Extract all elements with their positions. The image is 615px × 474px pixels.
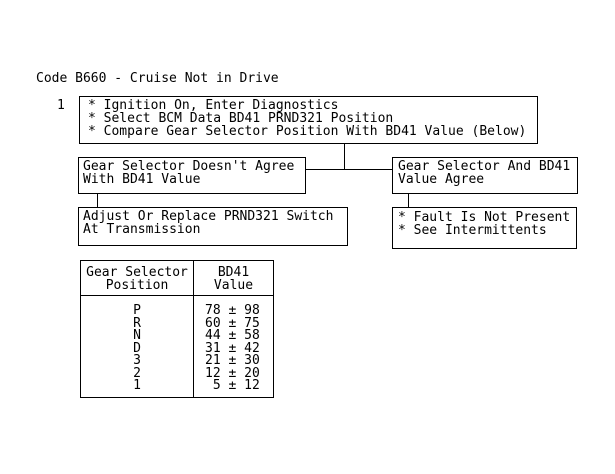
branch-box-doesnt-agree: Gear Selector Doesn't Agree With BD41 Va… [78, 157, 306, 194]
value-cell: 44 ± 58 [205, 328, 260, 343]
table-header-gear-selector-position: Gear Selector Position [81, 266, 193, 292]
gear-cell: N [133, 328, 141, 343]
connector-left-branch-down [97, 193, 98, 207]
step1-instructions-box: * Ignition On, Enter Diagnostics * Selec… [79, 96, 538, 144]
table-header-divider [81, 295, 273, 296]
branch-box-agree: Gear Selector And BD41 Value Agree [392, 157, 578, 194]
table-header-bd41-value: BD41 Value [194, 266, 273, 292]
gear-cell: 2 [133, 365, 141, 381]
branch-line: Gear Selector Doesn't Agree [83, 159, 295, 174]
instruction-line: * Ignition On, Enter Diagnostics [88, 98, 339, 113]
action-line: * See Intermittents [398, 223, 547, 238]
action-box-fault-not-present: * Fault Is Not Present * See Intermitten… [392, 207, 577, 249]
table-header-line: BD41 [217, 265, 250, 280]
branch-line: Value Agree [398, 172, 485, 187]
action-box-adjust-switch: Adjust Or Replace PRND321 Switch At Tran… [78, 207, 348, 246]
table-header-line: Gear Selector [86, 265, 188, 280]
step-number: 1 [57, 98, 65, 113]
gear-cell: P [133, 303, 141, 318]
value-cell: 21 ± 30 [205, 353, 260, 368]
action-line: At Transmission [83, 222, 201, 237]
connector-branches-horizontal [305, 169, 393, 170]
gear-cell: R [133, 315, 141, 331]
table-value-column: 78 ± 98 60 ± 75 44 ± 58 31 ± 42 21 ± 30 … [205, 303, 260, 393]
action-line: * Fault Is Not Present [398, 210, 571, 225]
bd41-value-table: Gear Selector Position BD41 Value P R N … [80, 260, 274, 398]
instruction-line: * Compare Gear Selector Position With BD… [88, 124, 527, 139]
gear-cell: 3 [133, 353, 141, 368]
instruction-line: * Select BCM Data BD41 PRND321 Position [88, 111, 394, 126]
table-header-line: Value [213, 278, 254, 293]
connector-step1-down [344, 143, 345, 170]
page-title: Code B660 - Cruise Not in Drive [36, 71, 279, 86]
table-gear-column: P R N D 3 2 1 [81, 303, 193, 393]
table-column-divider [193, 261, 194, 397]
table-header-line: Position [105, 278, 169, 293]
action-line: Adjust Or Replace PRND321 Switch [83, 209, 334, 224]
value-cell: 5 ± 12 [205, 378, 260, 393]
connector-right-branch-down [408, 193, 409, 207]
value-cell: 60 ± 75 [205, 315, 260, 331]
value-cell: 12 ± 20 [205, 365, 260, 381]
value-cell: 31 ± 42 [205, 340, 260, 356]
branch-line: With BD41 Value [83, 172, 201, 187]
gear-cell: 1 [133, 378, 141, 393]
branch-line: Gear Selector And BD41 [398, 159, 571, 174]
gear-cell: D [133, 340, 141, 356]
value-cell: 78 ± 98 [205, 303, 260, 318]
